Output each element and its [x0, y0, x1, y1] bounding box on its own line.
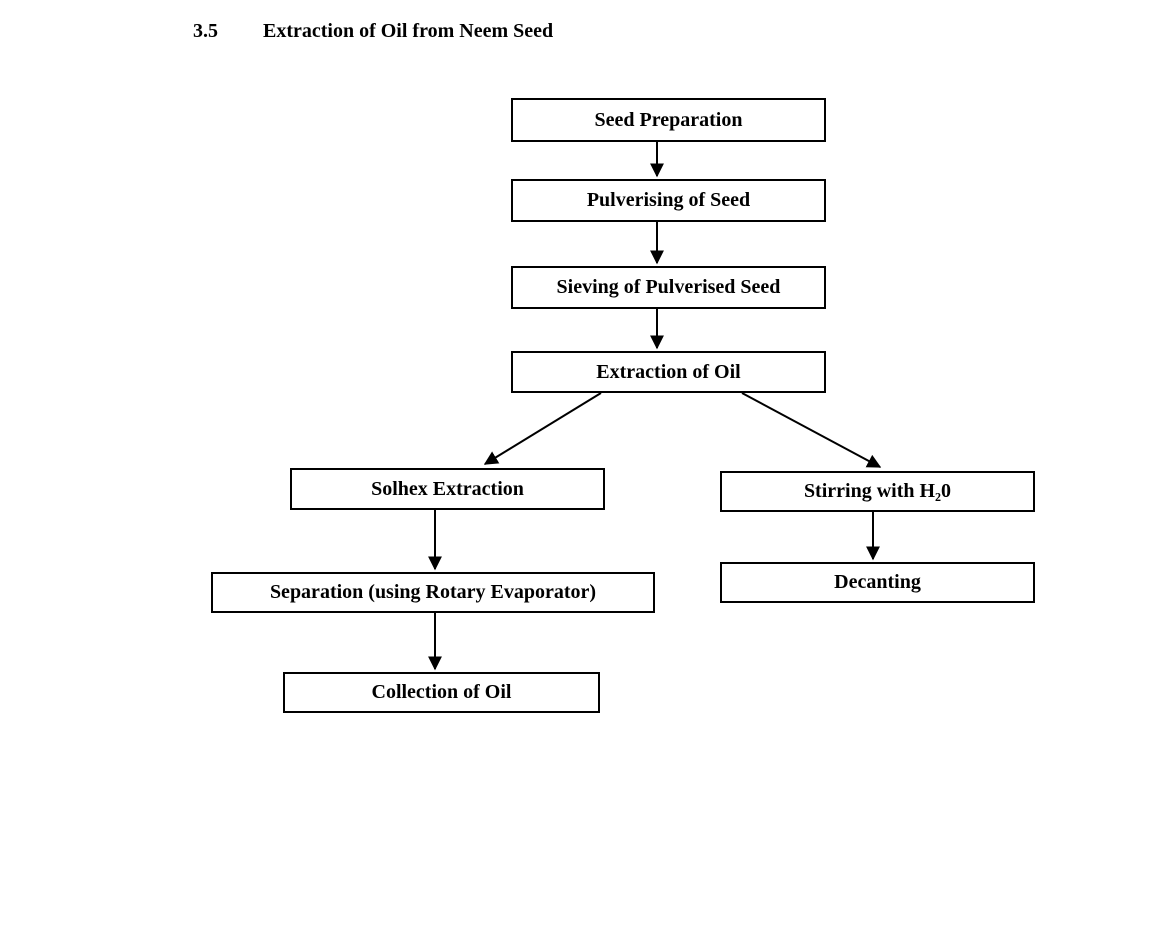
- node-label: Sieving of Pulverised Seed: [556, 276, 781, 298]
- section-number: 3.5: [193, 20, 218, 42]
- arrow-extraction-to-stirring: [741, 392, 882, 468]
- node-label: Stirring with H₂0: [803, 480, 952, 502]
- node-seed-preparation: Seed Preparation: [511, 98, 826, 142]
- node-label: Collection of Oil: [371, 681, 512, 703]
- node-sieving-of-pulverised-seed: Sieving of Pulverised Seed: [511, 266, 826, 309]
- node-decanting: Decanting: [720, 562, 1035, 603]
- node-separation-rotary-evaporator: Separation (using Rotary Evaporator): [211, 572, 655, 613]
- node-solhex-extraction: Solhex Extraction: [290, 468, 605, 510]
- node-label: Solhex Extraction: [371, 477, 524, 500]
- arrow-extraction-to-solhex: [483, 392, 602, 465]
- section-title: Extraction of Oil from Neem Seed: [263, 20, 554, 42]
- node-collection-of-oil: Collection of Oil: [283, 672, 600, 713]
- node-stirring-with-h2o: Stirring with H₂0: [720, 471, 1035, 512]
- section-heading: 3.5 Extraction of Oil from Neem Seed: [193, 20, 553, 43]
- node-label: Separation (using Rotary Evaporator): [269, 581, 597, 603]
- node-label: Extraction of Oil: [596, 360, 741, 383]
- node-pulverising-of-seed: Pulverising of Seed: [511, 179, 826, 222]
- node-label: Pulverising of Seed: [586, 189, 751, 211]
- node-label: Seed Preparation: [594, 108, 743, 131]
- node-label: Decanting: [834, 571, 921, 593]
- node-extraction-of-oil: Extraction of Oil: [511, 351, 826, 393]
